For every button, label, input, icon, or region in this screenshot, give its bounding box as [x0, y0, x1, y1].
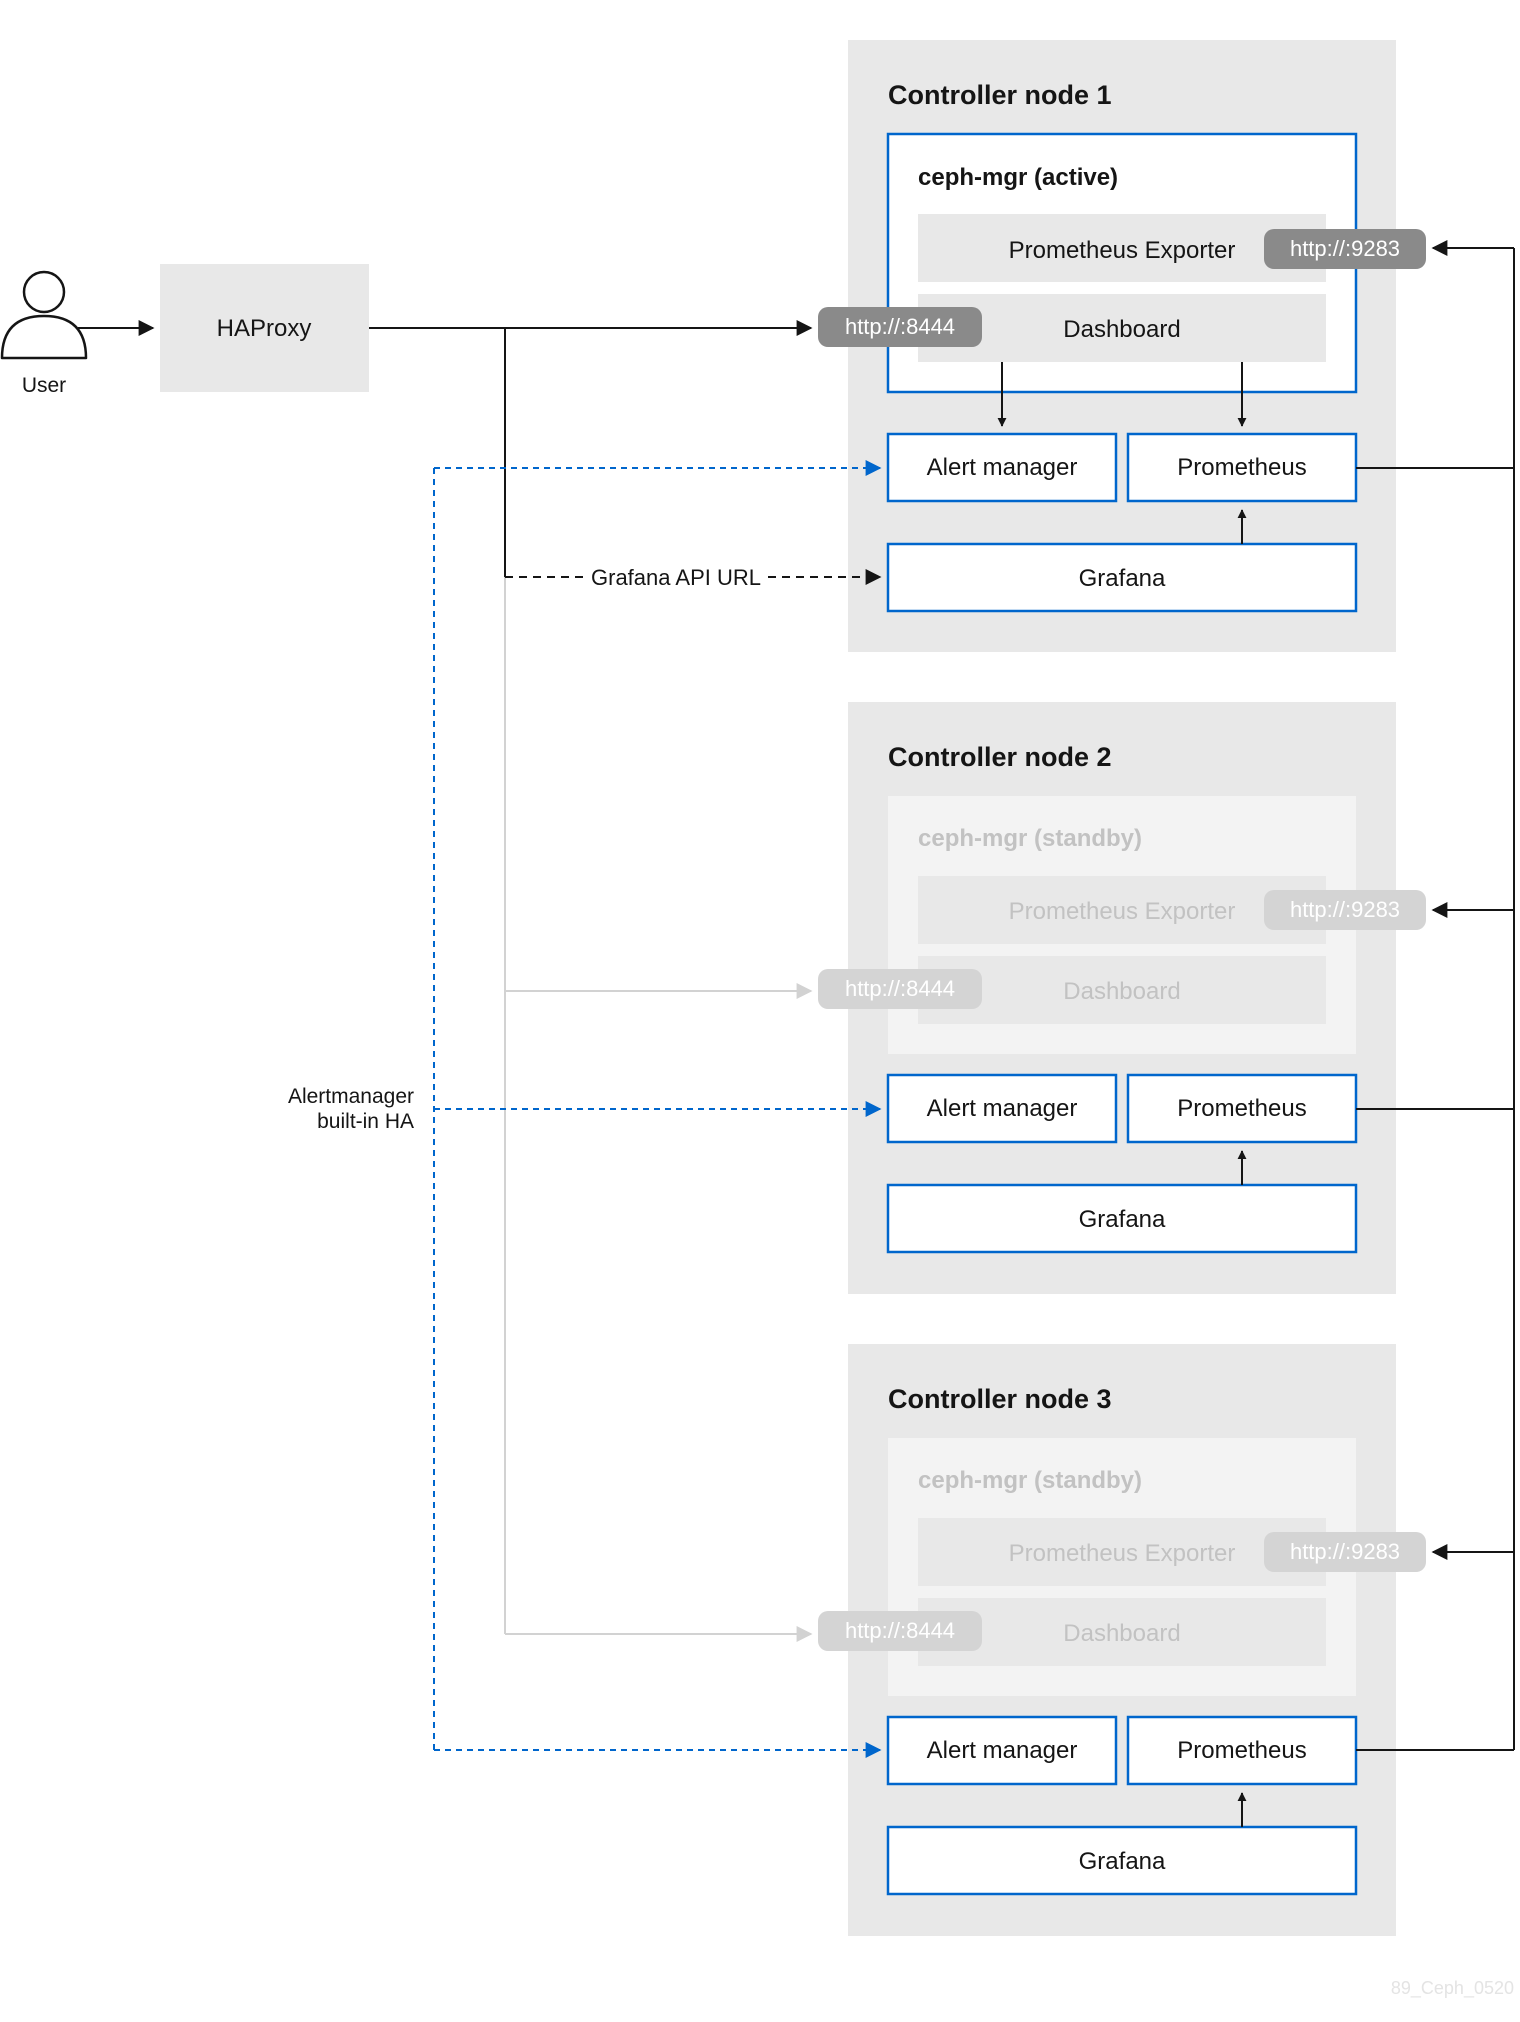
ceph-mgr-label: ceph-mgr (standby) — [918, 1467, 1142, 1494]
dashboard-port-label: http://:8444 — [845, 314, 955, 339]
ceph-mgr-label: ceph-mgr (active) — [918, 164, 1118, 191]
dashboard-label: Dashboard — [1063, 978, 1180, 1005]
controller-node-2: Controller node 2 ceph-mgr (standby) Pro… — [818, 702, 1426, 1294]
dashboard-port-badge — [818, 1611, 982, 1651]
node-3-title: Controller node 3 — [888, 1384, 1112, 1414]
alertmanager-ha-label-line2: built-in HA — [317, 1110, 414, 1133]
ceph-mgr-label: ceph-mgr (standby) — [918, 825, 1142, 852]
exporter-port-label: http://:9283 — [1290, 236, 1400, 261]
exporter-port-badge — [1264, 1532, 1426, 1572]
grafana-label: Grafana — [1079, 1848, 1166, 1875]
prometheus-exporter-box — [918, 214, 1326, 282]
grafana-api-label: Grafana API URL — [591, 565, 761, 590]
controller-node-3: Controller node 3 ceph-mgr (standby) Pro… — [818, 1344, 1426, 1936]
watermark-label: 89_Ceph_0520 — [1391, 1978, 1514, 1999]
user-icon — [0, 270, 88, 360]
dashboard-box — [918, 294, 1326, 362]
exporter-port-label: http://:9283 — [1290, 1539, 1400, 1564]
alertmanager-label: Alert manager — [927, 1095, 1078, 1122]
prometheus-exporter-label: Prometheus Exporter — [1009, 898, 1236, 925]
prometheus-exporter-label: Prometheus Exporter — [1009, 1540, 1236, 1567]
alertmanager-ha-label-line1: Alertmanager — [288, 1085, 414, 1108]
dashboard-box — [918, 956, 1326, 1024]
prometheus-exporter-box — [918, 876, 1326, 944]
prometheus-exporter-box — [918, 1518, 1326, 1586]
prometheus-label: Prometheus — [1177, 454, 1306, 481]
node-1-title: Controller node 1 — [888, 80, 1112, 110]
controller-node-1: Controller node 1 ceph-mgr (active) Prom… — [818, 40, 1426, 652]
user-label: User — [22, 374, 66, 397]
dashboard-port-badge — [818, 307, 982, 347]
alertmanager-box — [886, 432, 1118, 503]
dashboard-port-badge — [818, 969, 982, 1009]
dashboard-port-label: http://:8444 — [845, 1618, 955, 1643]
prometheus-label: Prometheus — [1177, 1737, 1306, 1764]
exporter-port-badge — [1264, 890, 1426, 930]
alertmanager-label: Alert manager — [927, 454, 1078, 481]
exporter-port-label: http://:9283 — [1290, 897, 1400, 922]
dashboard-label: Dashboard — [1063, 316, 1180, 343]
grafana-box — [886, 542, 1358, 613]
prometheus-label: Prometheus — [1177, 1095, 1306, 1122]
dashboard-box — [918, 1598, 1326, 1666]
alertmanager-box — [886, 1715, 1118, 1786]
prometheus-box — [1126, 1715, 1358, 1786]
exporter-port-badge — [1264, 229, 1426, 269]
dashboard-port-label: http://:8444 — [845, 976, 955, 1001]
prometheus-box — [1126, 1073, 1358, 1144]
grafana-box — [886, 1825, 1358, 1896]
grafana-box — [886, 1183, 1358, 1254]
haproxy-box — [160, 264, 369, 392]
grafana-label: Grafana — [1079, 1206, 1166, 1233]
alertmanager-box — [886, 1073, 1118, 1144]
alertmanager-label: Alert manager — [927, 1737, 1078, 1764]
dashboard-label: Dashboard — [1063, 1620, 1180, 1647]
haproxy-label: HAProxy — [217, 315, 312, 342]
grafana-label: Grafana — [1079, 565, 1166, 592]
prometheus-exporter-label: Prometheus Exporter — [1009, 237, 1236, 264]
node-2-title: Controller node 2 — [888, 742, 1112, 772]
